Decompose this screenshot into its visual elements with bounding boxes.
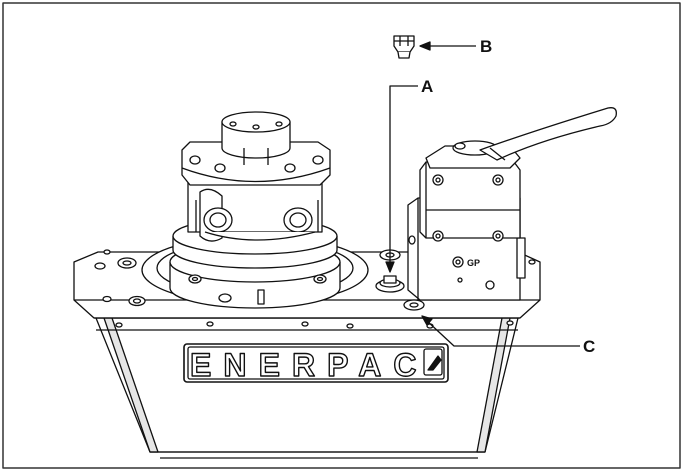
breather-plug bbox=[393, 35, 415, 59]
plate-bolts bbox=[94, 249, 536, 329]
valve-marking: GP bbox=[467, 258, 480, 268]
label-a-callout: A bbox=[385, 77, 433, 273]
reservoir bbox=[95, 317, 519, 459]
label-c: C bbox=[583, 337, 595, 356]
valve-handle bbox=[479, 107, 617, 161]
logo-text: ENERPAC bbox=[190, 347, 416, 383]
label-b-callout: B bbox=[419, 37, 492, 56]
valve-block: GP bbox=[407, 107, 617, 301]
enerpac-logo: ENERPAC bbox=[183, 343, 449, 384]
motor-assembly bbox=[141, 111, 369, 309]
label-a: A bbox=[421, 77, 433, 96]
label-b: B bbox=[480, 37, 492, 56]
enerpac-hook-icon bbox=[423, 348, 443, 376]
fill-port bbox=[375, 275, 405, 293]
figure-border bbox=[2, 2, 681, 469]
label-c-callout: C bbox=[421, 315, 595, 356]
